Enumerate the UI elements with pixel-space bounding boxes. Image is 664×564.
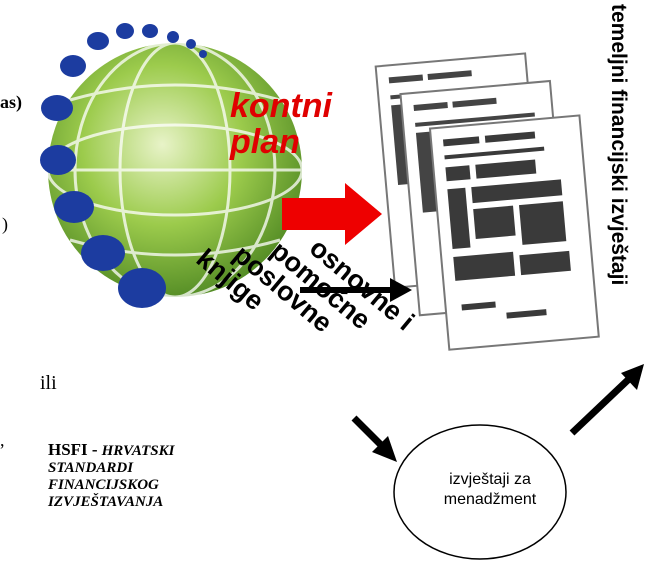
hsfi-full-4: IZVJEŠTAVANJA xyxy=(48,494,164,510)
left-fragment-2: ) xyxy=(2,214,8,234)
left-fragment-3: ili xyxy=(40,372,57,394)
red-arrow-icon xyxy=(282,183,382,245)
left-fragment-4: , xyxy=(0,430,5,450)
hsfi-full-2: STANDARDI xyxy=(48,460,134,476)
management-reports-label: izvještaji za menadžment xyxy=(395,470,585,510)
left-fragment-1: as) xyxy=(0,92,22,112)
arrow-to-documents xyxy=(300,278,412,302)
hsfi-full-1: HRVATSKI xyxy=(101,443,175,459)
arrow-to-financial-reports xyxy=(569,364,644,436)
globe-label: kontni plan xyxy=(230,88,360,160)
globe-label-line-2: plan xyxy=(230,123,300,161)
management-reports-ellipse xyxy=(393,424,567,560)
financial-reports-label: temeljni financijski izvještaji xyxy=(607,4,630,286)
hsfi-label: HSFI - HRVATSKI STANDARDI FINANCIJSKOG I… xyxy=(48,440,268,511)
management-label-line-1: izvještaji za xyxy=(449,471,531,488)
globe-icon xyxy=(46,41,304,299)
financial-report-documents xyxy=(374,52,600,351)
orbit-dots xyxy=(40,23,207,308)
management-label-line-2: menadžment xyxy=(443,491,537,508)
hsfi-abbr: HSFI - xyxy=(48,440,98,459)
hsfi-full-3: FINANCIJSKOG xyxy=(48,477,159,493)
arrow-to-management xyxy=(351,415,397,462)
globe-label-line-1: kontni xyxy=(230,87,332,125)
